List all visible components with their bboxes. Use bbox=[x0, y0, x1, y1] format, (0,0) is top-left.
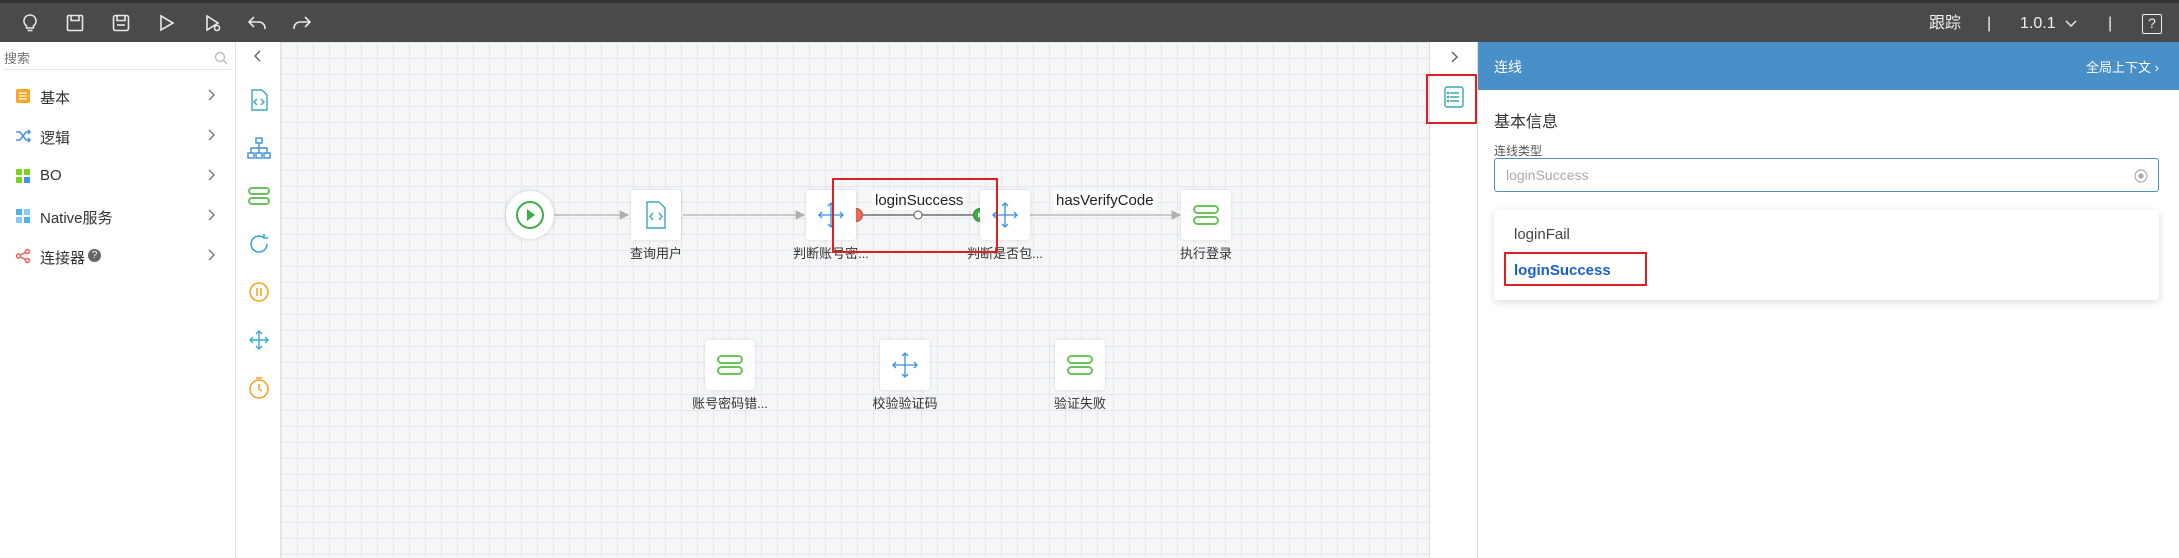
node-label: 执行登录 bbox=[1179, 246, 1232, 261]
chevron-right-icon bbox=[204, 208, 218, 222]
category-logic[interactable]: 逻辑 bbox=[0, 116, 236, 156]
properties-panel: 连线 全局上下文 › 基本信息 连线类型 loginSuccess loginF… bbox=[1478, 42, 2179, 558]
category-label: 逻辑 bbox=[40, 130, 71, 147]
branch-icon bbox=[892, 352, 918, 378]
play-icon bbox=[516, 201, 544, 229]
flow-edges bbox=[529, 208, 1182, 222]
edge-type-dropdown: loginFail loginSuccess bbox=[1494, 210, 2159, 300]
save-as-icon[interactable] bbox=[110, 12, 132, 34]
node-verify-fail[interactable] bbox=[1055, 340, 1105, 390]
toolbar-separator-2: | bbox=[2108, 15, 2113, 32]
category-bo[interactable]: BO bbox=[0, 156, 236, 196]
category-connector[interactable]: 连接器 ? bbox=[0, 236, 236, 276]
category-basic[interactable]: 基本 bbox=[0, 76, 236, 116]
bo-icon bbox=[15, 168, 31, 184]
clear-icon[interactable] bbox=[2134, 169, 2148, 183]
edge-midpoint-handle[interactable] bbox=[913, 210, 923, 220]
undo-icon[interactable] bbox=[246, 12, 268, 34]
tool-column bbox=[236, 42, 281, 558]
native-service-icon bbox=[15, 208, 31, 224]
collapse-left-icon[interactable] bbox=[251, 49, 265, 63]
node-password-error[interactable] bbox=[705, 340, 755, 390]
option-login-success[interactable]: loginSuccess bbox=[1514, 262, 1611, 279]
highlight-box bbox=[832, 178, 998, 253]
category-label: 基本 bbox=[40, 90, 71, 107]
timer-tool-icon[interactable] bbox=[246, 375, 272, 401]
section-title: 基本信息 bbox=[1494, 114, 1559, 131]
chevron-right-icon bbox=[204, 88, 218, 102]
loop-tool-icon[interactable] bbox=[246, 231, 272, 257]
category-native-service[interactable]: Native服务 bbox=[0, 196, 236, 236]
lightbulb-icon[interactable] bbox=[19, 12, 41, 34]
component-sidebar: 基本 逻辑 BO Native服务 连接器 ? bbox=[0, 42, 236, 558]
data-icon bbox=[1193, 205, 1219, 225]
edge-type-select[interactable]: loginSuccess bbox=[1494, 158, 2159, 192]
panel-title: 连线 bbox=[1494, 59, 1522, 75]
top-toolbar: 跟踪 | 1.0.1 | ? bbox=[0, 0, 2179, 42]
help-button[interactable]: ? bbox=[2142, 14, 2162, 34]
category-label: Native服务 bbox=[40, 210, 113, 227]
node-label: 校验验证码 bbox=[872, 396, 938, 411]
search-box bbox=[4, 48, 232, 70]
option-login-fail[interactable]: loginFail bbox=[1514, 226, 1570, 243]
chevron-down-icon[interactable] bbox=[2063, 15, 2079, 31]
node-check-password[interactable] bbox=[806, 190, 856, 240]
node-query-user[interactable] bbox=[631, 190, 681, 240]
node-label: 验证失败 bbox=[1053, 396, 1106, 411]
script-icon bbox=[646, 201, 666, 229]
start-node[interactable] bbox=[506, 191, 554, 239]
tree-tool-icon[interactable] bbox=[246, 135, 272, 161]
branch-icon bbox=[992, 202, 1018, 228]
highlight-box bbox=[1504, 252, 1647, 286]
connector-icon bbox=[15, 248, 31, 264]
data-tool-icon[interactable] bbox=[246, 183, 272, 209]
debug-icon[interactable] bbox=[201, 12, 223, 34]
search-icon[interactable] bbox=[214, 51, 228, 65]
node-label: 账号密码错... bbox=[692, 396, 768, 411]
version-select[interactable]: 1.0.1 bbox=[2020, 15, 2056, 32]
node-check-contains[interactable] bbox=[980, 190, 1030, 240]
basic-icon bbox=[15, 88, 31, 104]
chevron-right-icon[interactable] bbox=[1447, 50, 1461, 64]
chevron-right-icon bbox=[204, 248, 218, 262]
panel-header: 连线 全局上下文 › bbox=[1478, 42, 2179, 90]
edge-label-has-verify-code[interactable]: hasVerifyCode bbox=[1053, 191, 1157, 210]
node-label: 判断是否包... bbox=[967, 246, 1043, 261]
trace-button[interactable]: 跟踪 bbox=[1929, 15, 1962, 32]
edge-label-login-success[interactable]: loginSuccess bbox=[872, 191, 967, 210]
node-label: 判断账号密... bbox=[793, 246, 869, 261]
field-label: 连线类型 bbox=[1494, 144, 1543, 158]
node-do-login[interactable] bbox=[1181, 190, 1231, 240]
flow-canvas[interactable]: 查询用户 判断账号密... 判断是否包... 执行登录 账号密码错... 校验验… bbox=[281, 42, 1430, 558]
category-label: 连接器 bbox=[40, 250, 86, 267]
branch-tool-icon[interactable] bbox=[246, 327, 272, 353]
pause-tool-icon[interactable] bbox=[246, 279, 272, 305]
toolbar-separator: | bbox=[1987, 15, 1992, 32]
category-label: BO bbox=[40, 167, 62, 184]
data-icon bbox=[1067, 355, 1093, 375]
properties-icon[interactable] bbox=[1441, 84, 1467, 110]
node-verify-code[interactable] bbox=[880, 340, 930, 390]
select-value: loginSuccess bbox=[1506, 167, 1589, 183]
chevron-right-icon bbox=[204, 168, 218, 182]
search-input[interactable] bbox=[4, 48, 204, 68]
highlight-box bbox=[1426, 74, 1477, 124]
global-context-link[interactable]: 全局上下文 › bbox=[2086, 60, 2159, 75]
shuffle-icon bbox=[15, 128, 32, 144]
branch-icon bbox=[818, 202, 844, 228]
save-icon[interactable] bbox=[64, 12, 86, 34]
script-tool-icon[interactable] bbox=[246, 87, 272, 113]
node-label: 查询用户 bbox=[629, 246, 682, 261]
data-icon bbox=[717, 355, 743, 375]
chevron-right-icon bbox=[204, 128, 218, 142]
redo-icon[interactable] bbox=[291, 12, 313, 34]
panel-toggle-strip bbox=[1426, 42, 1478, 558]
run-icon[interactable] bbox=[155, 12, 177, 34]
help-icon[interactable]: ? bbox=[88, 249, 101, 262]
